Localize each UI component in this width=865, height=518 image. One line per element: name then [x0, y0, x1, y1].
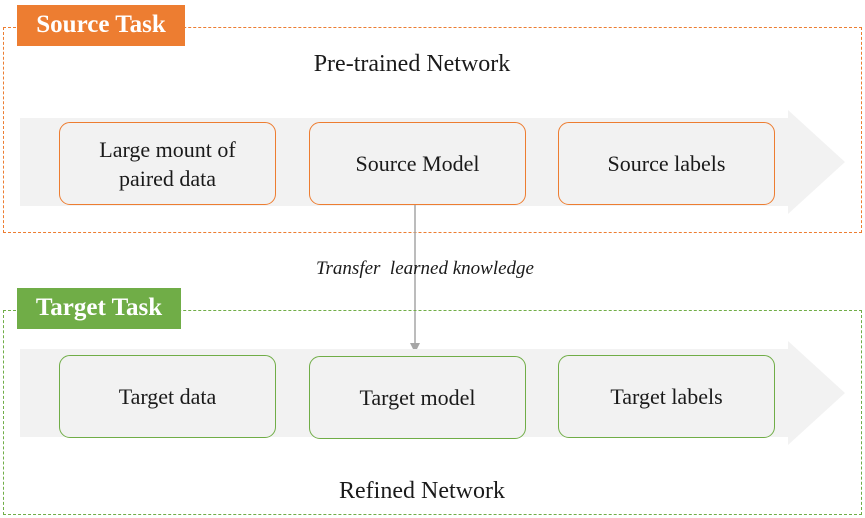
target-task-label: Target Task	[17, 288, 181, 329]
pretrained-network-title: Pre-trained Network	[313, 51, 511, 77]
source-task-label: Source Task	[17, 5, 185, 46]
paired-data-node: Large mount of paired data	[59, 122, 276, 205]
source-model-label: Source Model	[355, 151, 480, 176]
refined-network-title: Refined Network	[339, 478, 505, 504]
target-data-node: Target data	[59, 355, 276, 438]
transfer-connector-arrow	[410, 205, 420, 353]
target-model-node: Target model	[309, 356, 526, 439]
target-labels-label: Target labels	[610, 384, 723, 409]
source-labels-node: Source labels	[558, 122, 775, 205]
paired-data-line1: Large mount of	[99, 136, 236, 162]
target-data-label: Target data	[118, 384, 217, 409]
source-task-frame	[3, 27, 862, 233]
source-model-node: Source Model	[309, 122, 526, 205]
target-labels-node: Target labels	[558, 355, 775, 438]
paired-data-line2: paired data	[118, 165, 217, 191]
source-labels-label: Source labels	[607, 151, 726, 176]
target-task-frame	[3, 310, 862, 515]
target-model-label: Target model	[359, 385, 476, 410]
transfer-knowledge-label: Transfer learned knowledge	[316, 258, 534, 279]
